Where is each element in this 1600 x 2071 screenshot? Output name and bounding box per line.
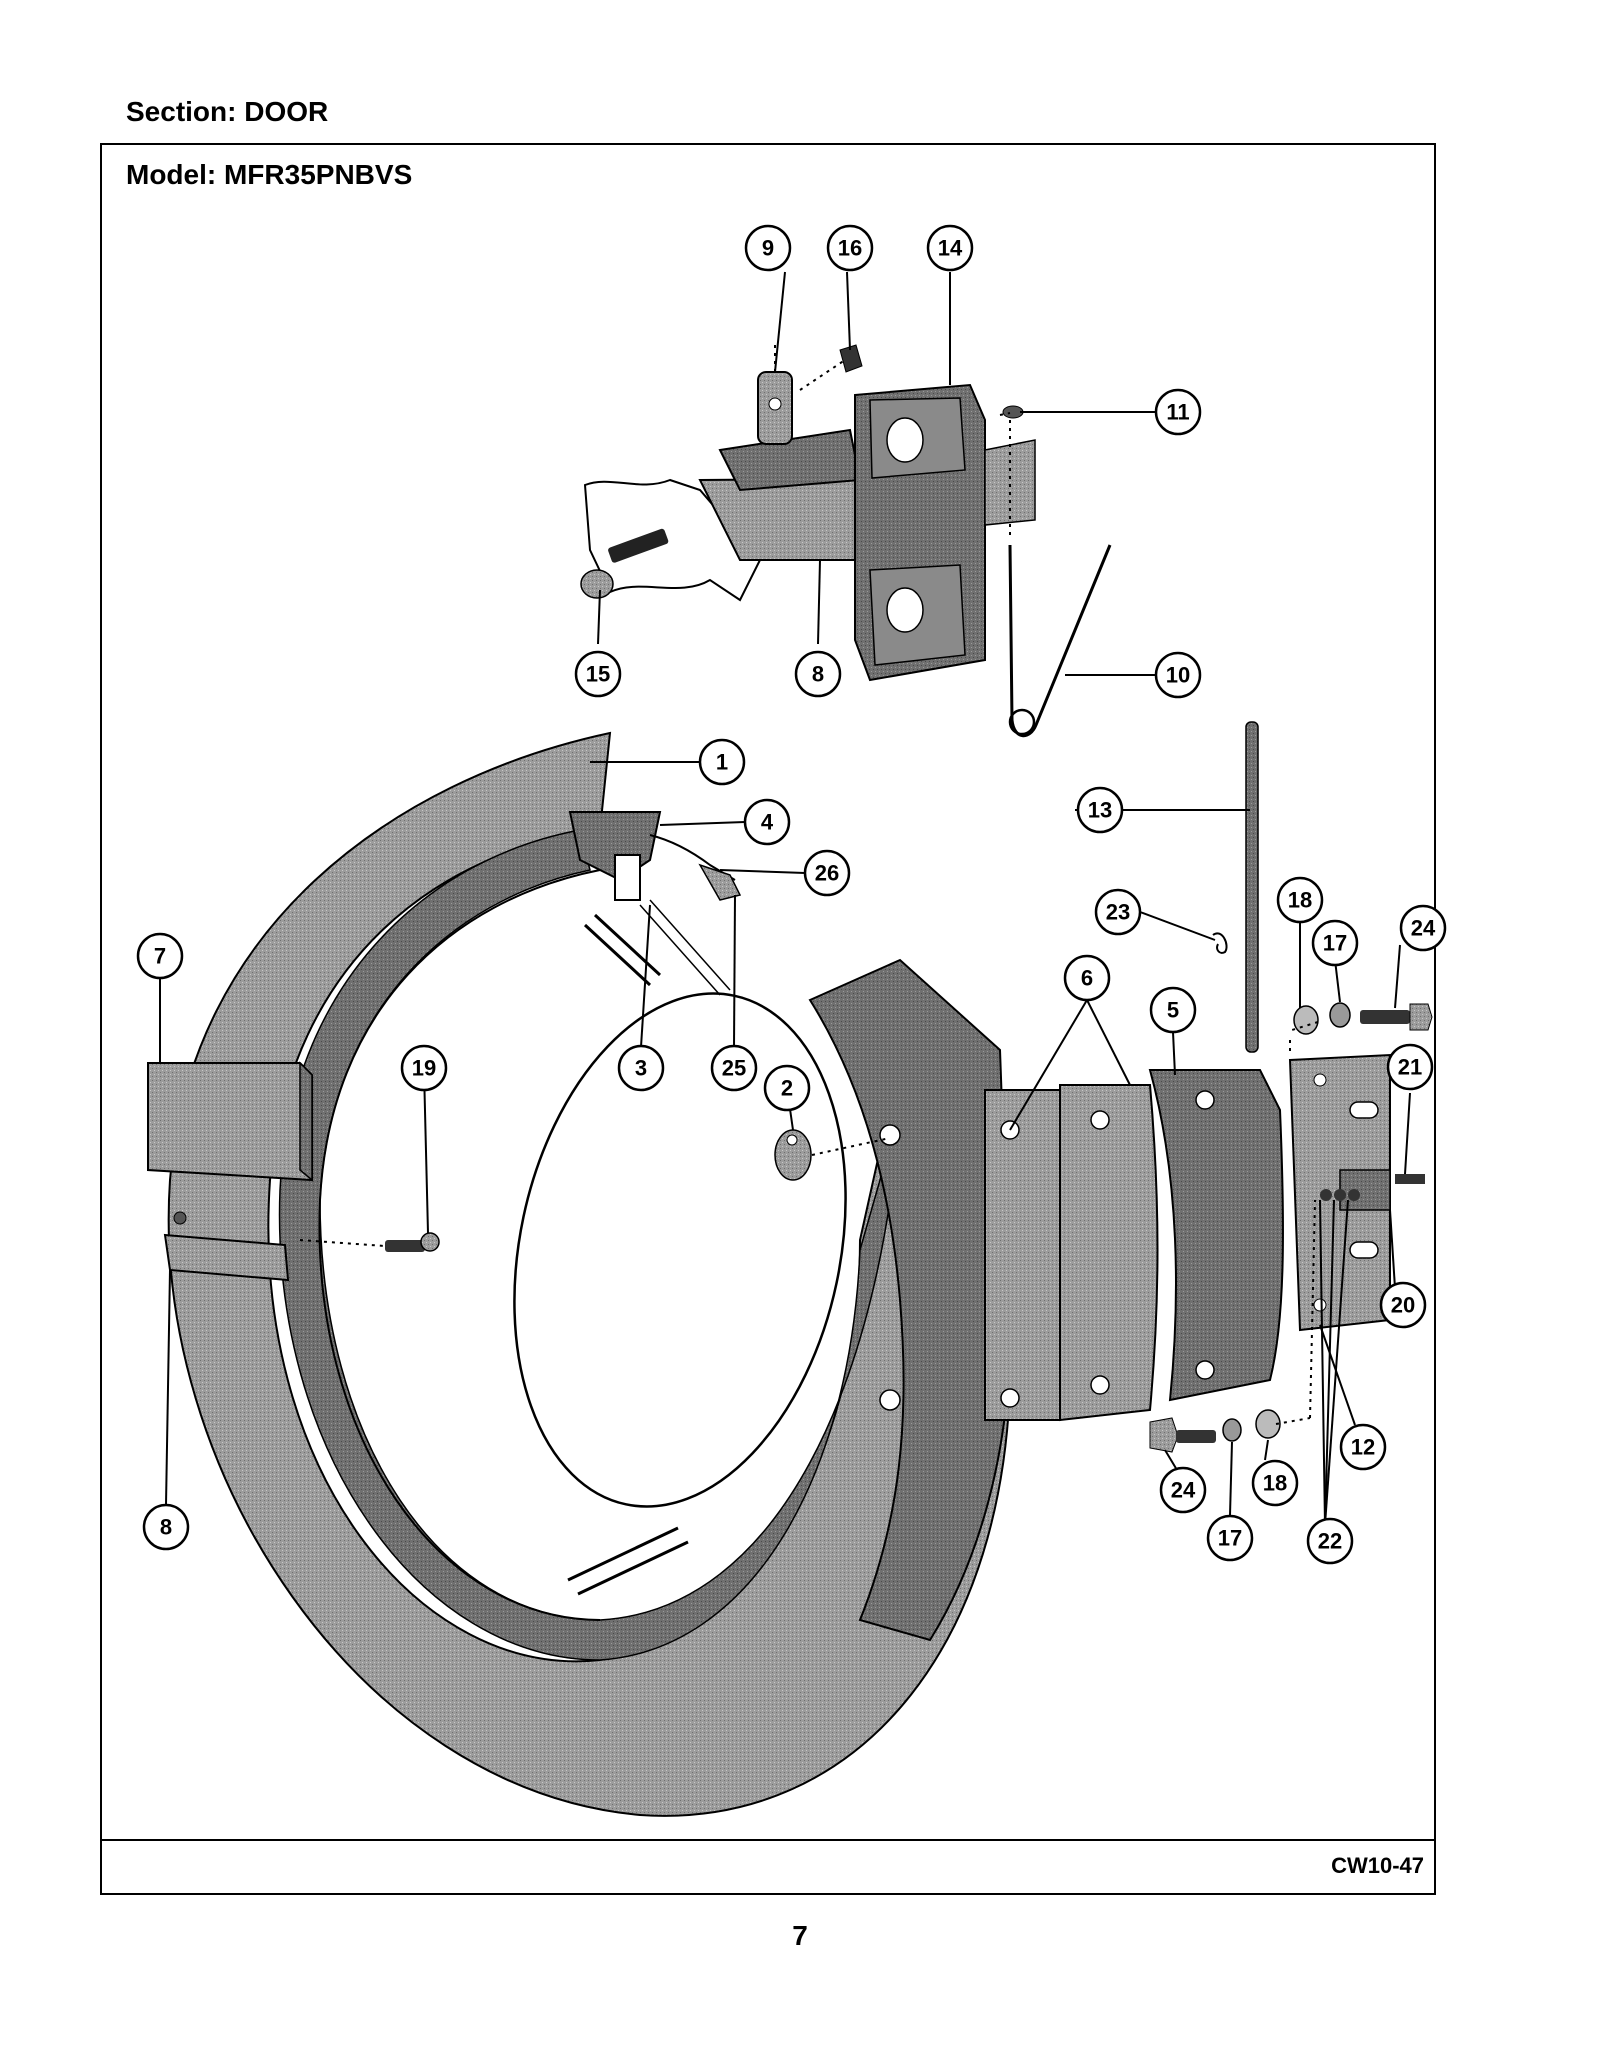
callout-11: 11 bbox=[1154, 388, 1202, 436]
figure-id: CW10-47 bbox=[1331, 1853, 1424, 1878]
callout-24a: 24 bbox=[1399, 904, 1447, 952]
assembly-lines bbox=[299, 345, 1319, 1425]
svg-text:25: 25 bbox=[722, 1056, 746, 1081]
svg-text:9: 9 bbox=[762, 236, 774, 261]
callout-16: 16 bbox=[826, 224, 874, 272]
svg-text:17: 17 bbox=[1218, 1526, 1242, 1551]
svg-text:18: 18 bbox=[1288, 888, 1312, 913]
hardware-fasteners bbox=[1149, 932, 1433, 1453]
callout-18b: 18 bbox=[1251, 1459, 1299, 1507]
callout-10: 10 bbox=[1154, 651, 1202, 699]
svg-text:18: 18 bbox=[1263, 1471, 1287, 1496]
svg-text:2: 2 bbox=[781, 1076, 793, 1101]
svg-text:17: 17 bbox=[1323, 931, 1347, 956]
callout-15: 15 bbox=[574, 650, 622, 698]
svg-text:11: 11 bbox=[1166, 400, 1189, 425]
callout-14: 14 bbox=[926, 224, 974, 272]
svg-text:24: 24 bbox=[1171, 1478, 1196, 1503]
hinge-plates bbox=[984, 1069, 1284, 1422]
door-bumper bbox=[774, 1129, 812, 1181]
svg-text:4: 4 bbox=[761, 810, 774, 835]
hinge-pin bbox=[1245, 721, 1259, 1053]
page-number: 7 bbox=[792, 1920, 808, 1951]
svg-text:16: 16 bbox=[838, 236, 862, 261]
callout-3: 3 bbox=[617, 1044, 665, 1092]
svg-text:15: 15 bbox=[586, 662, 610, 687]
callout-4: 4 bbox=[743, 798, 791, 846]
callout-23: 23 bbox=[1094, 888, 1142, 936]
callout-21: 21 bbox=[1386, 1043, 1434, 1091]
callout-2: 2 bbox=[763, 1064, 811, 1112]
callout-12: 12 bbox=[1339, 1423, 1387, 1471]
door-handle bbox=[147, 1061, 313, 1282]
svg-text:14: 14 bbox=[938, 236, 963, 261]
callout-24b: 24 bbox=[1159, 1466, 1207, 1514]
svg-text:12: 12 bbox=[1351, 1435, 1375, 1460]
svg-text:6: 6 bbox=[1081, 966, 1093, 991]
callout-19: 19 bbox=[400, 1044, 448, 1092]
callout-17a: 17 bbox=[1311, 919, 1359, 967]
callout-5: 5 bbox=[1149, 986, 1197, 1034]
svg-text:20: 20 bbox=[1391, 1293, 1415, 1318]
diagram-frame: Model: MFR35PNBVS CW10-47 bbox=[100, 143, 1436, 1895]
svg-text:5: 5 bbox=[1167, 998, 1179, 1023]
section-title: Section: DOOR bbox=[126, 96, 329, 127]
callout-7: 7 bbox=[136, 932, 184, 980]
svg-text:24: 24 bbox=[1411, 916, 1436, 941]
ring-cutaway bbox=[568, 811, 742, 996]
callout-20: 20 bbox=[1379, 1281, 1427, 1329]
callout-8b: 8 bbox=[142, 1503, 190, 1551]
callout-13: 13 bbox=[1076, 786, 1124, 834]
callout-25: 25 bbox=[710, 1044, 758, 1092]
callout-26: 26 bbox=[803, 849, 851, 897]
svg-text:8: 8 bbox=[812, 662, 824, 687]
callout-8a: 8 bbox=[794, 650, 842, 698]
callout-18a: 18 bbox=[1276, 876, 1324, 924]
svg-text:19: 19 bbox=[412, 1056, 436, 1081]
svg-text:23: 23 bbox=[1106, 900, 1130, 925]
callout-1: 1 bbox=[698, 738, 746, 786]
svg-text:13: 13 bbox=[1088, 798, 1112, 823]
svg-text:22: 22 bbox=[1318, 1529, 1342, 1554]
svg-text:7: 7 bbox=[154, 944, 166, 969]
callout-17b: 17 bbox=[1206, 1514, 1254, 1562]
screw-19 bbox=[385, 1240, 425, 1252]
callout-6: 6 bbox=[1063, 954, 1111, 1002]
svg-text:21: 21 bbox=[1398, 1055, 1422, 1080]
footer-divider bbox=[102, 1839, 1434, 1841]
model-label: Model: MFR35PNBVS bbox=[126, 159, 413, 190]
callout-22: 22 bbox=[1306, 1517, 1354, 1565]
svg-text:8: 8 bbox=[160, 1515, 172, 1540]
door-ring bbox=[167, 731, 1012, 1817]
latch-assembly bbox=[580, 344, 1112, 738]
svg-text:26: 26 bbox=[815, 861, 839, 886]
svg-text:1: 1 bbox=[716, 750, 728, 775]
svg-text:3: 3 bbox=[635, 1056, 647, 1081]
svg-text:10: 10 bbox=[1166, 663, 1190, 688]
callout-9: 9 bbox=[744, 224, 792, 272]
